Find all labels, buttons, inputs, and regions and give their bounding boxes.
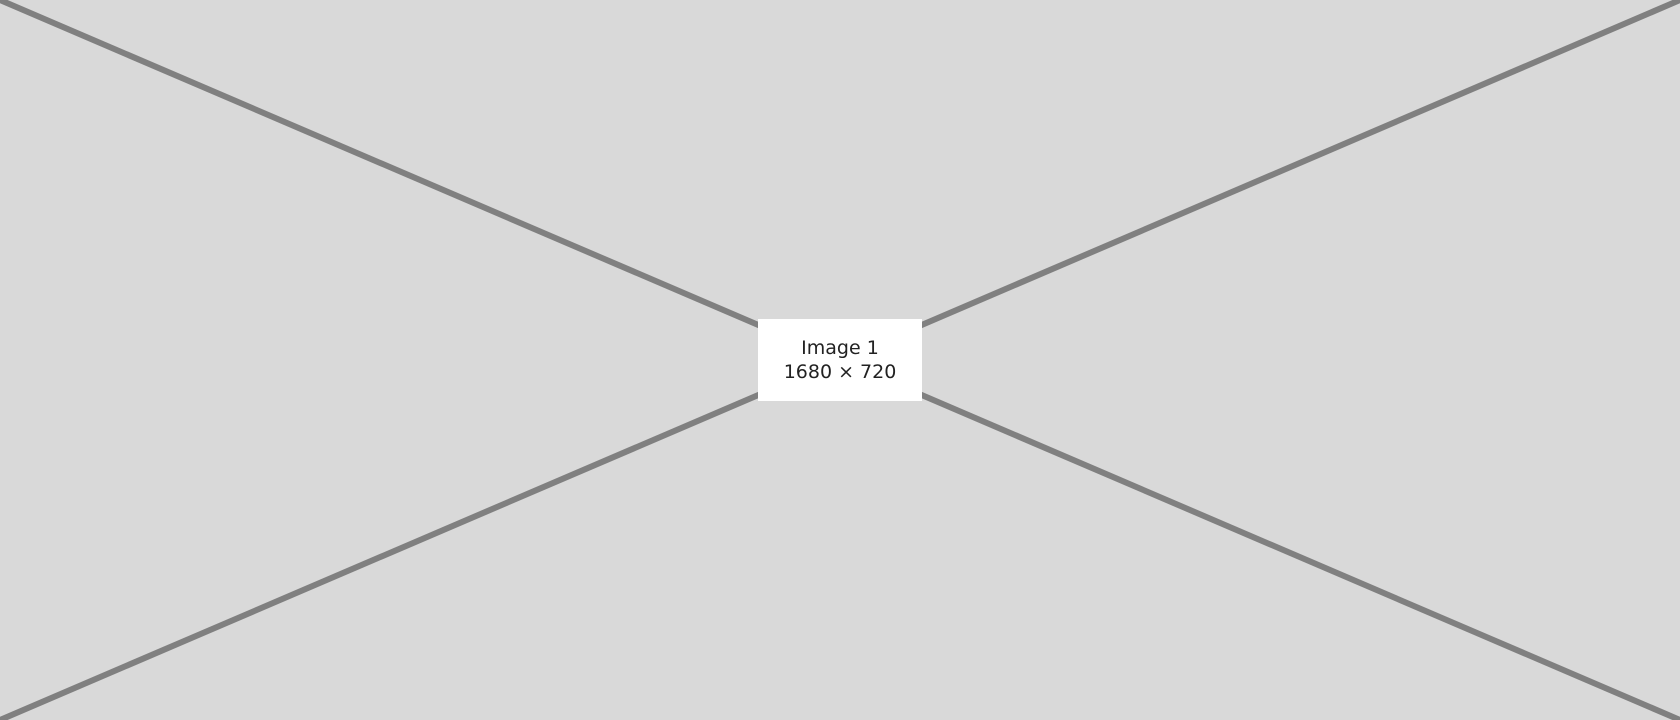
placeholder-dimensions: 1680 × 720 <box>783 361 897 383</box>
placeholder-title: Image 1 <box>801 337 879 359</box>
placeholder-label: Image 1 1680 × 720 <box>758 319 922 401</box>
